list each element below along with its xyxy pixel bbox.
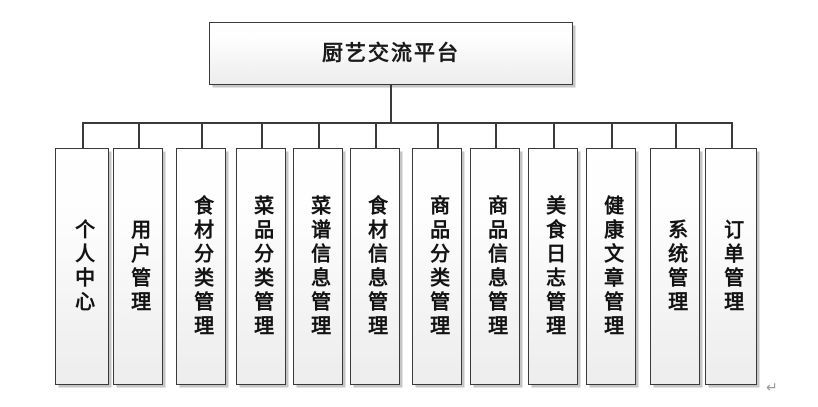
connector-drop-10	[611, 122, 613, 148]
connector-drop-6	[375, 122, 377, 148]
root-node-label: 厨艺交流平台	[322, 41, 460, 65]
connector-drop-7	[437, 122, 439, 148]
child-node-8[interactable]: 商品信息管理	[470, 148, 520, 385]
child-node-label: 美食日志管理	[542, 194, 565, 339]
child-node-label: 订单管理	[720, 218, 743, 315]
child-node-label: 菜谱信息管理	[307, 194, 330, 339]
connector-drop-3	[201, 122, 203, 148]
child-node-label: 食材分类管理	[190, 194, 213, 339]
child-node-12[interactable]: 订单管理	[705, 148, 757, 385]
child-node-label: 健康文章管理	[600, 194, 623, 339]
child-node-11[interactable]: 系统管理	[650, 148, 700, 385]
child-node-2[interactable]: 用户管理	[113, 148, 163, 385]
child-node-label: 个人中心	[71, 218, 94, 315]
connector-drop-1	[82, 122, 84, 148]
connector-drop-9	[553, 122, 555, 148]
child-node-1[interactable]: 个人中心	[55, 148, 109, 385]
child-node-6[interactable]: 食材信息管理	[350, 148, 400, 385]
child-node-label: 系统管理	[664, 218, 687, 315]
child-node-label: 商品分类管理	[426, 194, 449, 339]
paragraph-mark-icon: ↵	[766, 379, 778, 395]
child-node-5[interactable]: 菜谱信息管理	[293, 148, 343, 385]
connector-drop-5	[318, 122, 320, 148]
child-node-label: 用户管理	[127, 218, 150, 315]
connector-drop-2	[138, 122, 140, 148]
child-node-7[interactable]: 商品分类管理	[412, 148, 462, 385]
connector-drop-11	[675, 122, 677, 148]
connector-drop-12	[731, 122, 733, 148]
child-node-label: 菜品分类管理	[250, 194, 273, 339]
connector-drop-4	[261, 122, 263, 148]
root-node-platform[interactable]: 厨艺交流平台	[209, 22, 573, 85]
child-node-9[interactable]: 美食日志管理	[528, 148, 578, 385]
connector-drop-8	[495, 122, 497, 148]
child-node-4[interactable]: 菜品分类管理	[236, 148, 286, 385]
child-node-label: 食材信息管理	[364, 194, 387, 339]
connector-bus-bar	[82, 122, 731, 124]
child-node-3[interactable]: 食材分类管理	[176, 148, 226, 385]
root-connector-stem	[390, 85, 392, 123]
child-node-label: 商品信息管理	[484, 194, 507, 339]
child-node-10[interactable]: 健康文章管理	[586, 148, 636, 385]
